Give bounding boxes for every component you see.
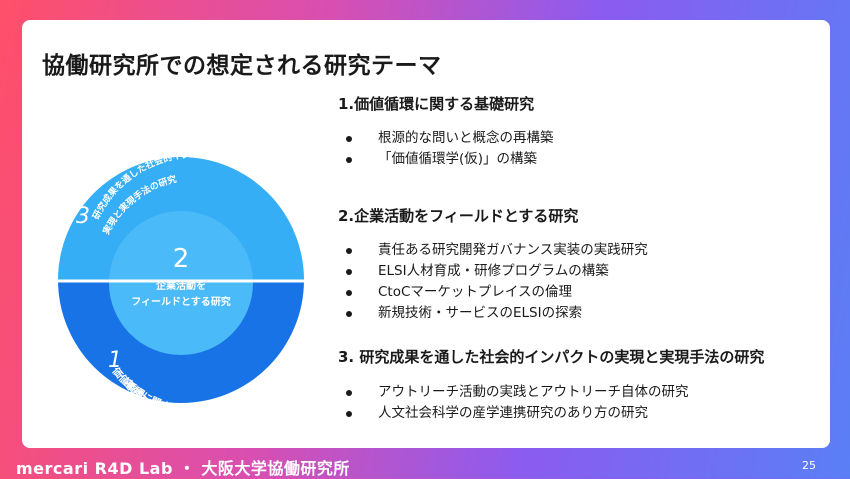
section-basic-research: 1.価値循環に関する基礎研究 根源的な問いと概念の再構築 「価値循環学(仮)」の…	[338, 92, 824, 170]
bullet-list: 責任ある研究開発ガバナンス実装の実践研究 ELSI人材育成・研修プログラムの構築…	[338, 240, 824, 324]
diagram-center	[109, 211, 253, 355]
section-social-impact: 3. 研究成果を通した社会的インパクトの実現と実現手法の研究 アウトリーチ活動の…	[338, 346, 824, 424]
section-field-research: 2.企業活動をフィールドとする研究 責任ある研究開発ガバナンス実装の実践研究 E…	[338, 204, 824, 324]
list-item: 根源的な問いと概念の再構築	[338, 128, 824, 149]
bullet-list: アウトリーチ活動の実践とアウトリーチ自体の研究 人文社会科学の産学連携研究のあり…	[338, 382, 824, 424]
institution-name: 大阪大学協働研究所	[201, 459, 350, 478]
list-item: 責任ある研究開発ガバナンス実装の実践研究	[338, 240, 824, 261]
bullet-list: 根源的な問いと概念の再構築 「価値循環学(仮)」の構築	[338, 128, 824, 170]
list-item: 人文社会科学の産学連携研究のあり方の研究	[338, 403, 824, 424]
section-heading: 3. 研究成果を通した社会的インパクトの実現と実現手法の研究	[338, 348, 765, 366]
page-number: 25	[802, 459, 816, 472]
diagram-bottom-number: 1	[108, 348, 122, 373]
section-heading: 1.価値循環に関する基礎研究	[338, 95, 535, 113]
list-item: アウトリーチ活動の実践とアウトリーチ自体の研究	[338, 382, 824, 403]
list-item: 「価値循環学(仮)」の構築	[338, 149, 824, 170]
diagram-middle-line1: 企業活動を	[155, 279, 206, 292]
slide-title: 協働研究所での想定される研究テーマ	[42, 53, 442, 79]
diagram-middle-line2: フィールドとする研究	[131, 295, 231, 308]
diagram-top-number: 3	[76, 204, 90, 229]
research-diagram: 3 研究成果を通した社会的インパクトの 実現と実現手法の研究 2 企業活動を フ…	[36, 115, 304, 414]
list-item: CtoCマーケットプレイスの倫理	[338, 282, 824, 303]
list-item: ELSI人材育成・研修プログラムの構築	[338, 261, 824, 282]
footer-separator: ・	[178, 459, 196, 478]
research-topics: 1.価値循環に関する基礎研究 根源的な問いと概念の再構築 「価値循環学(仮)」の…	[338, 92, 824, 424]
brand-logo: mercari R4D Lab	[16, 459, 173, 478]
section-heading: 2.企業活動をフィールドとする研究	[338, 207, 579, 225]
slide-card: 協働研究所での想定される研究テーマ 3 研究成果を通した社会的インパクトの 実現…	[22, 20, 830, 448]
footer-brand: mercari R4D Lab ・大阪大学協働研究所	[16, 455, 350, 479]
list-item: 新規技術・サービスのELSIの探索	[338, 303, 824, 324]
diagram-middle-number: 2	[173, 244, 190, 274]
